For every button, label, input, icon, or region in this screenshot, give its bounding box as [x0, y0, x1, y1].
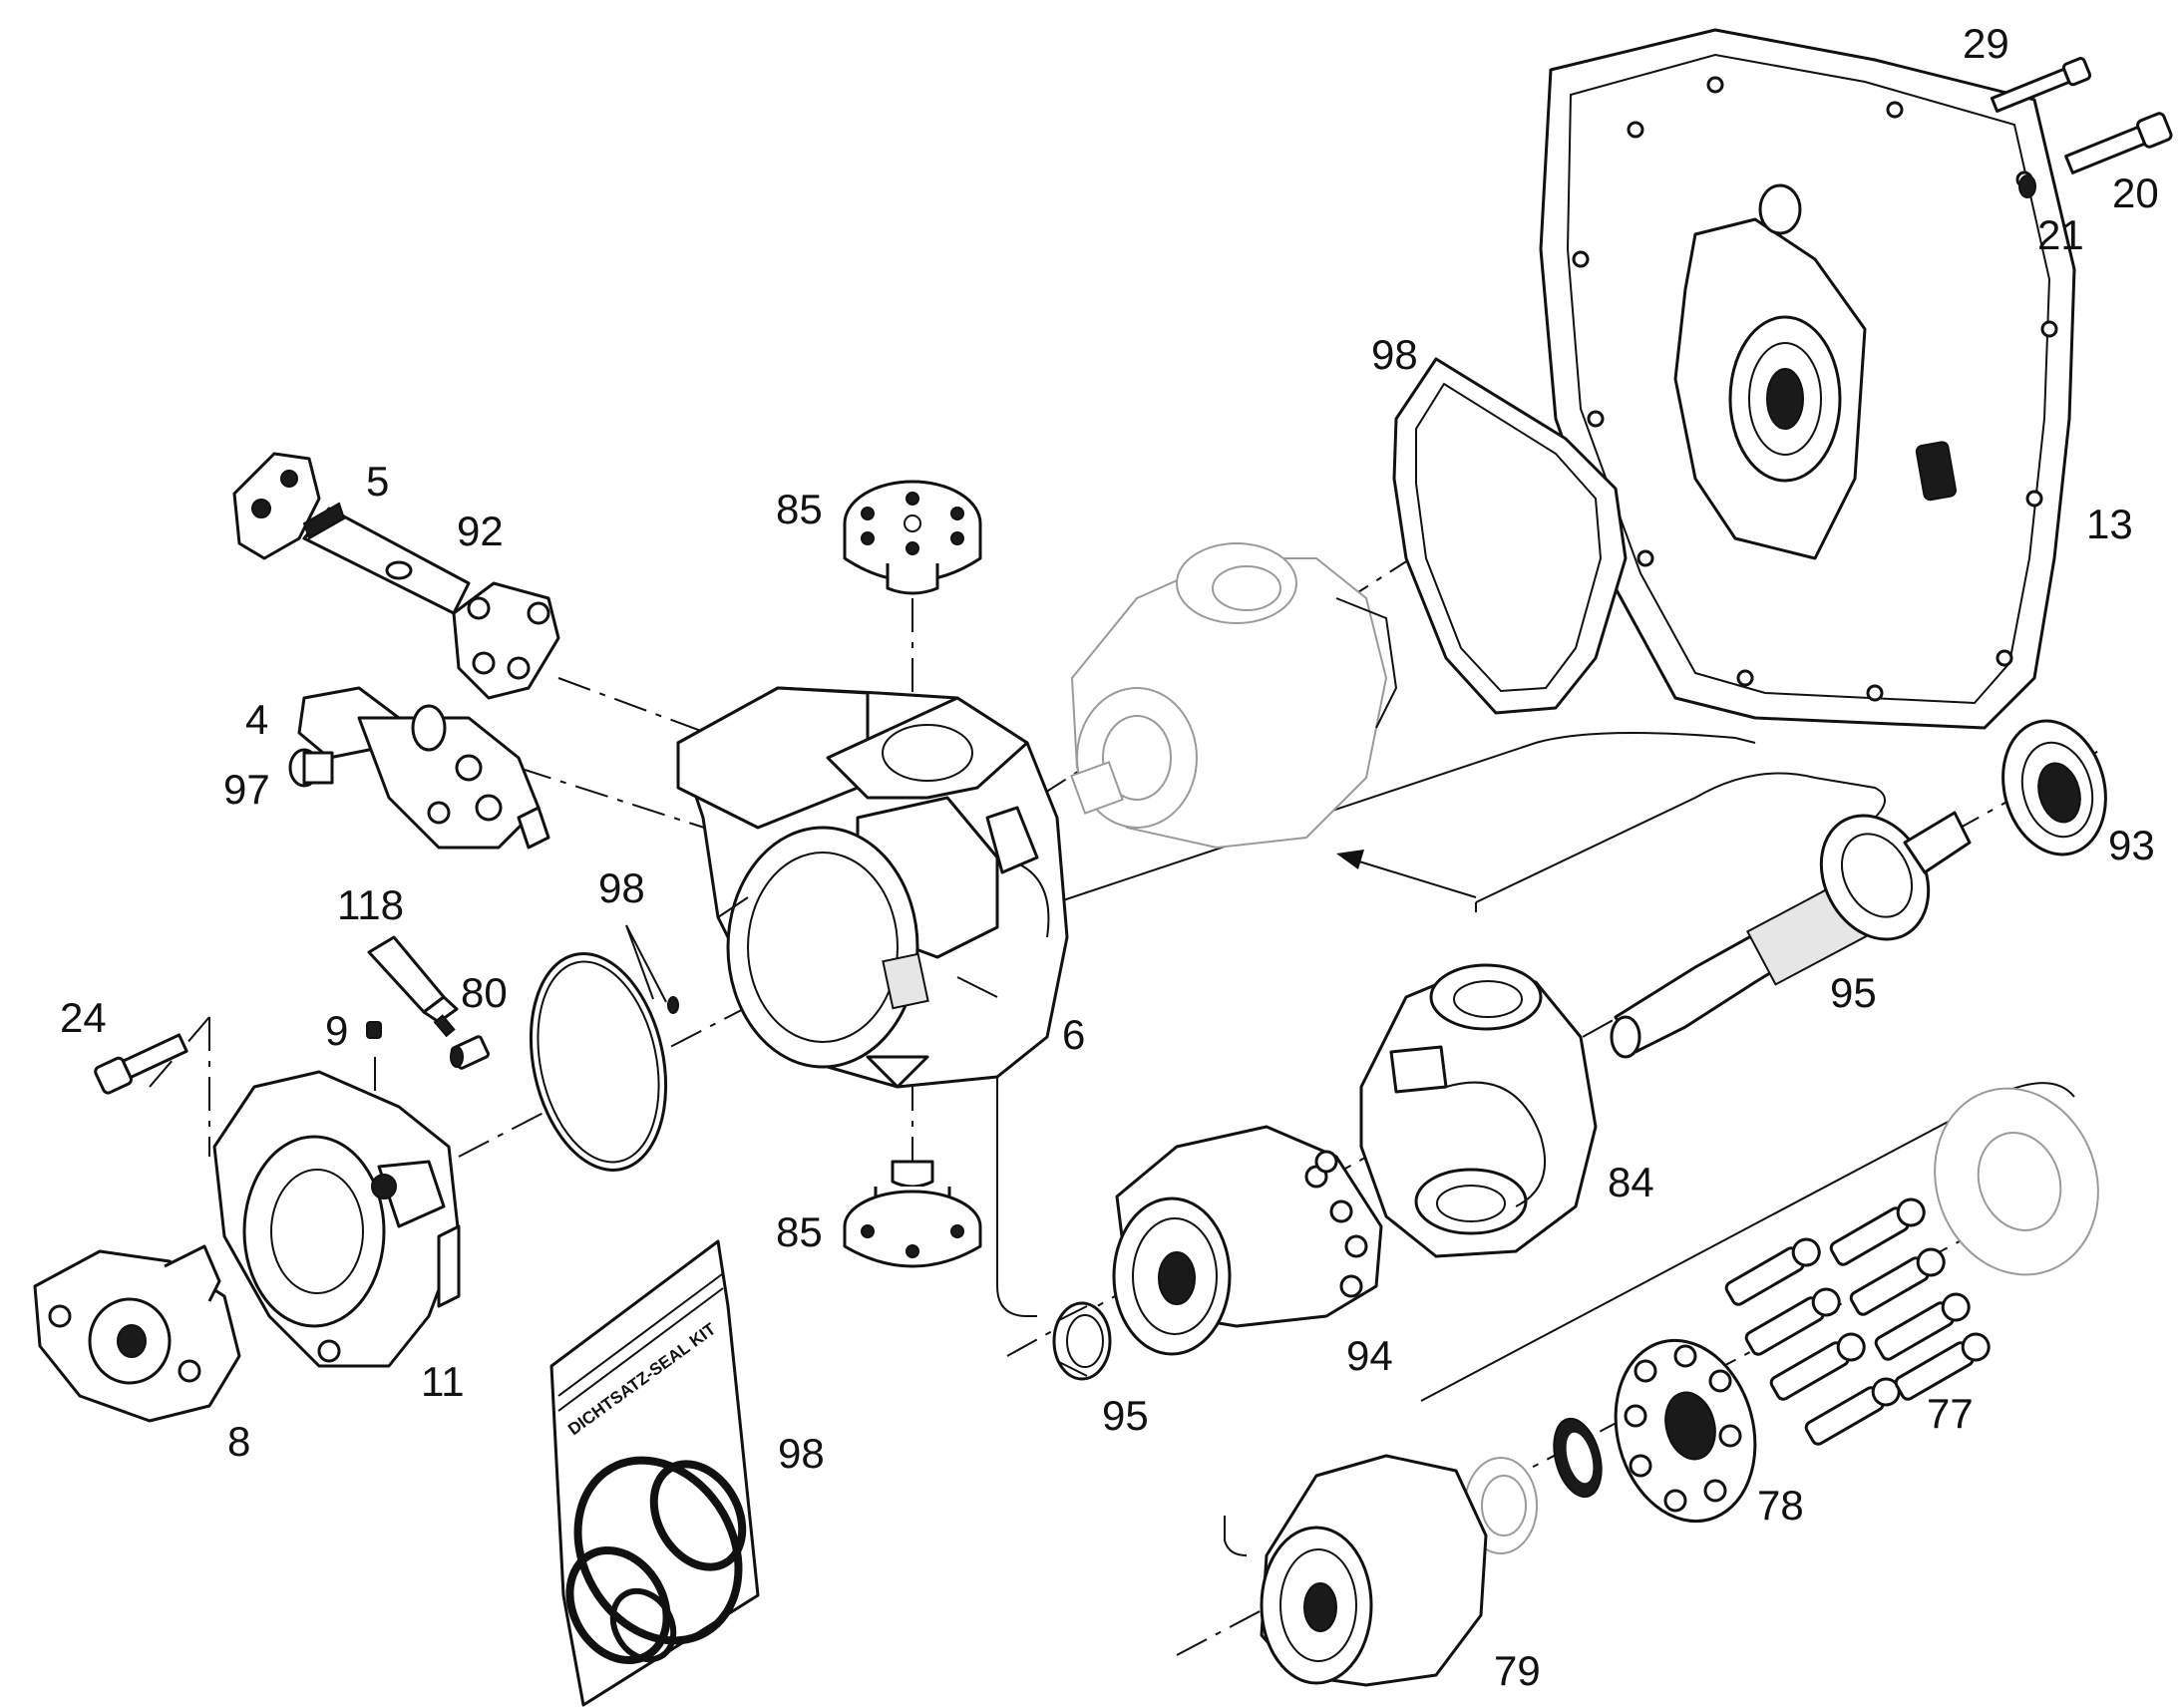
callout-93: 93 — [2108, 822, 2155, 868]
part-11-end-cover — [212, 1070, 461, 1368]
callout-79: 79 — [1494, 1647, 1541, 1694]
callout-95-shaft: 95 — [1830, 969, 1877, 1016]
part-98-seal-kit-bag: DICHTSATZ-SEAL KIT — [549, 1239, 760, 1707]
callout-11: 11 — [421, 1358, 465, 1405]
part-98-gasket — [1392, 357, 1628, 715]
part-5-control — [232, 452, 321, 560]
group-outline-cradle — [1475, 772, 1886, 912]
callout-95-bearing: 95 — [1102, 1392, 1149, 1439]
part-21-washer — [2018, 174, 2036, 198]
part-77-pistons — [1724, 1197, 1991, 1446]
part-24-screw — [94, 1033, 188, 1095]
callout-29: 29 — [1963, 20, 2009, 67]
part-97-plug — [288, 748, 334, 788]
part-92-control-valve — [302, 502, 560, 700]
callout-6: 6 — [1062, 1011, 1085, 1058]
part-98-o-ring-inner — [537, 960, 660, 1164]
callout-97: 97 — [223, 766, 270, 813]
callout-21: 21 — [2037, 211, 2084, 258]
callout-98-gasket: 98 — [1371, 331, 1418, 378]
callout-78: 78 — [1757, 1482, 1804, 1529]
callout-94: 94 — [1346, 1332, 1393, 1379]
part-84-cradle — [1359, 963, 1598, 1258]
part-93-shaft-seal — [2001, 719, 2107, 856]
part-95-drive-shaft — [1610, 811, 1972, 1059]
part-118-sealant-tube — [367, 935, 459, 1038]
part-6-housing — [676, 686, 1069, 1089]
part-95-bearing — [1052, 1301, 1112, 1381]
callout-5: 5 — [366, 458, 389, 505]
part-78-retaining-plate — [1614, 1338, 1757, 1524]
callout-77: 77 — [1927, 1390, 1974, 1437]
callout-9: 9 — [325, 1007, 348, 1054]
callout-13: 13 — [2086, 501, 2133, 547]
callout-98-o-ring: 98 — [598, 864, 645, 911]
callout-80: 80 — [461, 969, 508, 1016]
part-98-o-ring — [529, 952, 668, 1172]
part-79-cylinder — [1260, 1454, 1488, 1687]
callout-118: 118 — [337, 881, 404, 928]
part-4-control-module — [297, 686, 550, 850]
callout-85-bottom: 85 — [776, 1208, 823, 1255]
leader-98-o-ring-a — [625, 924, 654, 1000]
part-swash-plate-ring — [1934, 1087, 2099, 1276]
part-9-nozzle — [366, 1021, 382, 1039]
leader-98-o-ring-b — [625, 924, 667, 1003]
callout-92: 92 — [457, 508, 504, 554]
callout-8: 8 — [227, 1418, 250, 1465]
callout-98-kit: 98 — [778, 1430, 825, 1477]
callout-24: 24 — [60, 994, 107, 1041]
part-13-flange-plate — [1539, 28, 2076, 730]
part-rotary-group-assembled — [1070, 542, 1398, 850]
part-80-plug — [450, 1035, 490, 1070]
part-98-small-ring — [667, 996, 679, 1014]
part-94-cylinder-block — [1112, 1125, 1383, 1356]
callout-84: 84 — [1608, 1159, 1654, 1205]
part-spring-ring — [1553, 1417, 1603, 1499]
part-85-port-top — [843, 480, 982, 595]
part-85-port-bottom — [843, 1160, 982, 1268]
part-20-screw — [2064, 112, 2173, 174]
callout-4: 4 — [245, 696, 268, 743]
assembly-direction-arrow — [1336, 850, 1477, 898]
callout-85-top: 85 — [776, 486, 823, 532]
part-8-flange — [33, 1244, 241, 1423]
callout-20: 20 — [2112, 170, 2159, 216]
part-29-screw — [1990, 57, 2092, 113]
